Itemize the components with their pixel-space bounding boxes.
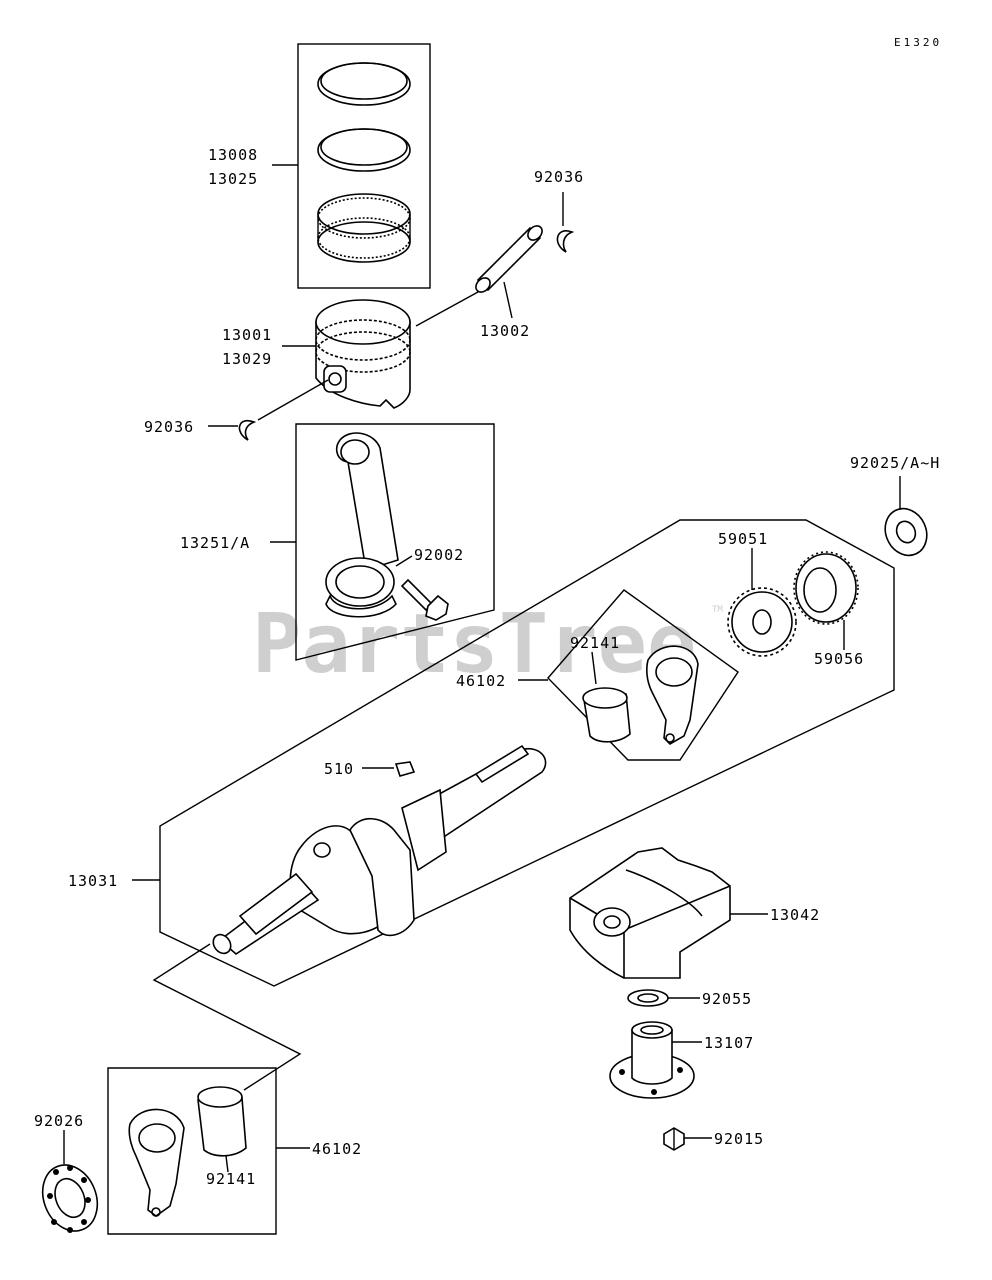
label-510: 510: [324, 760, 354, 778]
gasket-92026[interactable]: [33, 1157, 107, 1240]
pump-housing[interactable]: [569, 847, 731, 979]
washer-92025[interactable]: [878, 502, 935, 562]
label-92036-left: 92036: [144, 418, 194, 436]
label-92015: 92015: [714, 1130, 764, 1148]
bolt-92015[interactable]: [663, 1127, 685, 1151]
snap-ring-top[interactable]: [556, 230, 575, 253]
label-13251: 13251/A: [180, 534, 250, 552]
label-92036-top: 92036: [534, 168, 584, 186]
label-13031: 13031: [68, 872, 118, 890]
label-92141-lower: 92141: [206, 1170, 256, 1188]
leader-lower-group: [152, 943, 302, 1091]
watermark: PartsTree: [252, 597, 696, 692]
piston-pin[interactable]: [473, 223, 545, 295]
label-92055: 92055: [702, 990, 752, 1008]
label-92026: 92026: [34, 1112, 84, 1130]
label-92002: 92002: [414, 546, 464, 564]
balancer-lower-frame: [107, 1067, 277, 1235]
conrod-frame: [295, 423, 495, 661]
label-13001: 13001: [222, 326, 272, 344]
label-13025: 13025: [208, 170, 258, 188]
label-13029: 13029: [222, 350, 272, 368]
balancer-weight-lower[interactable]: [128, 1108, 185, 1217]
connecting-rod[interactable]: [325, 432, 399, 618]
label-92025: 92025/A~H: [850, 454, 940, 472]
shaft-flange-13107[interactable]: [609, 1021, 695, 1099]
bushing-lower[interactable]: [197, 1086, 247, 1157]
piston[interactable]: [315, 299, 411, 409]
crankshaft-frame: [159, 519, 895, 987]
watermark-trademark: TM: [712, 605, 723, 615]
diagram-code: E1320: [894, 36, 942, 49]
crankshaft[interactable]: [210, 744, 547, 957]
gear-59051[interactable]: [727, 587, 797, 657]
label-46102-upper: 46102: [456, 672, 506, 690]
label-13042: 13042: [770, 906, 820, 924]
label-46102-lower: 46102: [312, 1140, 362, 1158]
label-13008: 13008: [208, 146, 258, 164]
bushing-upper[interactable]: [582, 687, 631, 743]
snap-ring-left[interactable]: [238, 419, 257, 441]
ring-set-frame: [297, 43, 431, 289]
piston-ring-set[interactable]: [297, 43, 431, 289]
balancer-weight-upper[interactable]: [646, 645, 699, 745]
label-59051: 59051: [718, 530, 768, 548]
label-13107: 13107: [704, 1034, 754, 1052]
balancer-upper-frame: [547, 589, 739, 761]
label-59056: 59056: [814, 650, 864, 668]
woodruff-key[interactable]: [394, 761, 416, 777]
conrod-bolt[interactable]: [400, 578, 449, 621]
label-13002: 13002: [480, 322, 530, 340]
gear-59056[interactable]: [793, 551, 859, 625]
washer-92055[interactable]: [627, 989, 669, 1007]
label-92141-upper: 92141: [570, 634, 620, 652]
